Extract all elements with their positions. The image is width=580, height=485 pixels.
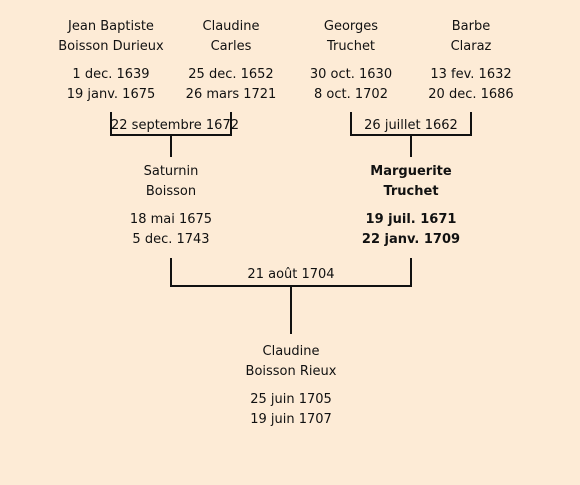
- person-birth-date: 25 juin 1705: [250, 392, 332, 407]
- person-death-date: 20 dec. 1686: [428, 87, 514, 102]
- person-death-date: 8 oct. 1702: [314, 87, 388, 102]
- person-birth-date: 1 dec. 1639: [72, 67, 150, 82]
- person-last-name: Boisson Durieux: [58, 39, 164, 54]
- person-georges-truchet: Georges Truchet 30 oct. 1630 8 oct. 1702: [281, 17, 421, 105]
- person-death-date: 19 janv. 1675: [66, 87, 156, 102]
- person-claudine-boisson-rieux: Claudine Boisson Rieux 25 juin 1705 19 j…: [221, 342, 361, 430]
- person-first-name: Saturnin: [143, 164, 199, 179]
- person-marguerite-truchet: Marguerite Truchet 19 juil. 1671 22 janv…: [341, 162, 481, 250]
- person-last-name: Truchet: [383, 184, 439, 199]
- person-death-date: 22 janv. 1709: [361, 232, 461, 247]
- person-birth-date: 13 fev. 1632: [430, 67, 512, 82]
- person-saturnin-boisson: Saturnin Boisson 18 mai 1675 5 dec. 1743: [101, 162, 241, 250]
- person-last-name: Carles: [210, 39, 252, 54]
- person-birth-date: 19 juil. 1671: [365, 212, 457, 227]
- paternal-marriage-date: 22 septembre 1672: [111, 118, 239, 133]
- person-jean-baptiste-boisson-durieux: Jean Baptiste Boisson Durieux 1 dec. 163…: [41, 17, 181, 105]
- person-first-name: Barbe: [451, 19, 491, 34]
- maternal-marriage-date: 26 juillet 1662: [364, 118, 458, 133]
- person-birth-date: 18 mai 1675: [129, 212, 213, 227]
- person-last-name: Truchet: [326, 39, 376, 54]
- person-death-date: 5 dec. 1743: [132, 232, 210, 247]
- person-last-name: Boisson Rieux: [245, 364, 337, 379]
- person-death-date: 26 mars 1721: [185, 87, 277, 102]
- person-first-name: Claudine: [262, 344, 320, 359]
- person-death-date: 19 juin 1707: [250, 412, 332, 427]
- person-first-name: Jean Baptiste: [68, 19, 154, 34]
- person-last-name: Claraz: [450, 39, 492, 54]
- person-birth-date: 30 oct. 1630: [309, 67, 393, 82]
- person-first-name: Georges: [323, 19, 379, 34]
- person-birth-date: 25 dec. 1652: [188, 67, 274, 82]
- parents-marriage-date: 21 août 1704: [247, 267, 335, 282]
- person-last-name: Boisson: [145, 184, 197, 199]
- person-first-name: Claudine: [202, 19, 260, 34]
- person-claudine-carles: Claudine Carles 25 dec. 1652 26 mars 172…: [161, 17, 301, 105]
- person-first-name: Marguerite: [370, 164, 452, 179]
- person-barbe-claraz: Barbe Claraz 13 fev. 1632 20 dec. 1686: [401, 17, 541, 105]
